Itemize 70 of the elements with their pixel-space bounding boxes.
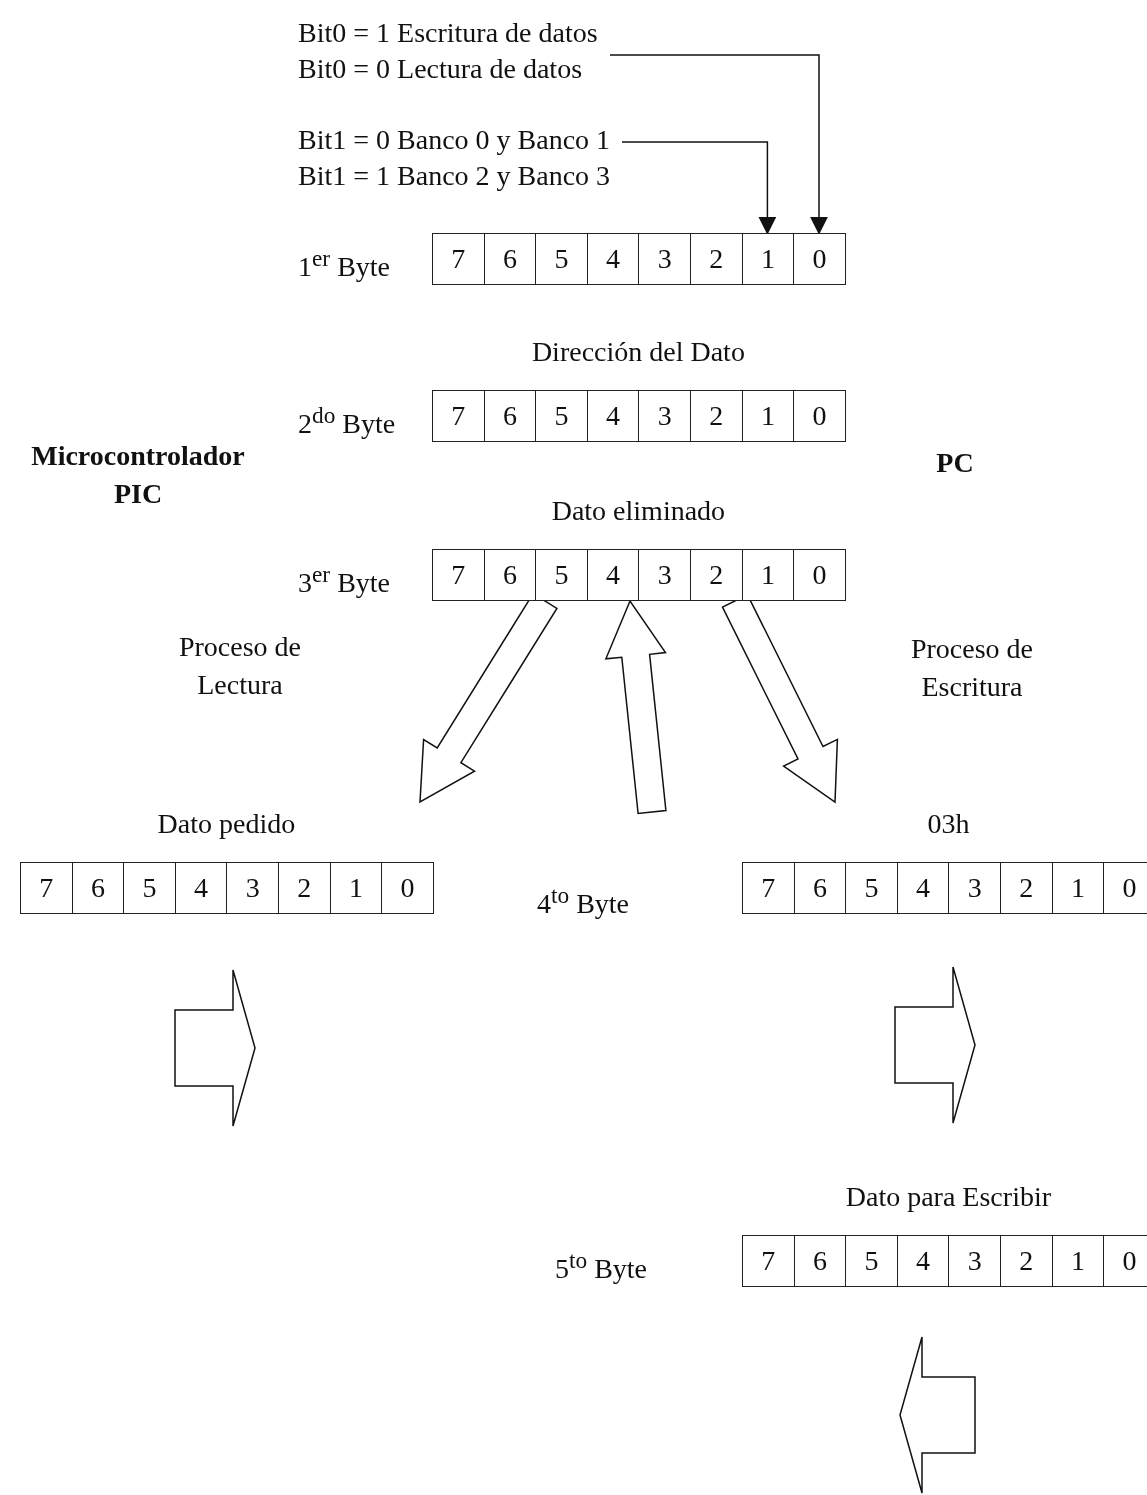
leader-arrow — [609, 54, 828, 235]
bit-cell: 7 — [742, 862, 795, 914]
bit-cell: 0 — [793, 549, 846, 601]
bit-cell: 0 — [793, 390, 846, 442]
bit-cell: 4 — [586, 390, 640, 442]
bit-cell: 7 — [432, 390, 485, 442]
note-text: 4$^{to}$ Byte — [535, 881, 630, 922]
bit-cell: 1 — [329, 862, 383, 914]
bit-cell: 3 — [638, 390, 691, 442]
bit-cell: 2 — [278, 862, 331, 914]
byte-register — [298, 233, 845, 285]
bit-cell: 3 — [638, 233, 691, 285]
block-arrow — [604, 599, 667, 815]
bit-cell: 0 — [1103, 862, 1147, 914]
bit-cell: 4 — [586, 549, 640, 601]
register-heading: Dato para Escribir — [844, 1181, 1052, 1213]
bit-cell: 1 — [1051, 862, 1105, 914]
bit-cell: 3 — [948, 1235, 1001, 1287]
bit-cell: 4 — [896, 1235, 950, 1287]
bit-cell: 3 — [638, 549, 691, 601]
bit-cell: 1 — [1051, 1235, 1105, 1287]
bit-cell: 6 — [71, 862, 125, 914]
register-heading: Dato pedido — [156, 808, 297, 840]
bit-cell: 0 — [793, 233, 846, 285]
byte-label: 5$^{to}$ Byte — [555, 1246, 648, 1286]
register-heading: Dato eliminado — [550, 495, 727, 527]
side-title: PC — [935, 446, 975, 480]
bit-cell: 5 — [535, 549, 588, 601]
side-title: Microcontrolador PIC — [30, 439, 246, 511]
bit-cell: 7 — [742, 1235, 795, 1287]
bit-cell: 3 — [226, 862, 279, 914]
description-line: Bit0 = 1 Escritura de datos — [298, 16, 598, 50]
bit-cell: 4 — [174, 862, 228, 914]
bit-cell: 5 — [845, 1235, 898, 1287]
bit-cell: 5 — [535, 233, 588, 285]
bit-cell: 1 — [741, 549, 795, 601]
bit-cell: 4 — [896, 862, 950, 914]
bit-cell: 6 — [483, 549, 537, 601]
note-text: Proceso de Escritura — [909, 632, 1035, 704]
description-line: Bit1 = 0 Banco 0 y Banco 1 — [298, 123, 611, 157]
bit-cell: 4 — [586, 233, 640, 285]
bit-cell: 2 — [1000, 1235, 1053, 1287]
bit-cell: 6 — [793, 1235, 847, 1287]
bit-cell: 2 — [1000, 862, 1053, 914]
bit-cell: 2 — [690, 549, 743, 601]
bit-cell: 5 — [123, 862, 176, 914]
bit-cell: 2 — [690, 390, 743, 442]
bit-cell: 6 — [483, 233, 537, 285]
register-heading: Dirección del Dato — [530, 336, 746, 368]
bit-cell: 0 — [1103, 1235, 1147, 1287]
bit-cell: 5 — [845, 862, 898, 914]
bit-cell: 6 — [793, 862, 847, 914]
bit-cell: 2 — [690, 233, 743, 285]
leader-arrow — [621, 141, 777, 235]
bit-cell: 7 — [20, 862, 73, 914]
register-heading: 03h — [926, 808, 971, 840]
byte-label: 3$^{er}$ Byte — [298, 560, 390, 600]
bit-cell: 1 — [741, 233, 795, 285]
bit-cell: 7 — [432, 233, 485, 285]
bit-cell: 7 — [432, 549, 485, 601]
byte-label: 2$^{do}$ Byte — [298, 401, 396, 441]
description-line: Bit1 = 1 Banco 2 y Banco 3 — [298, 159, 611, 193]
bit-cell: 3 — [948, 862, 1001, 914]
description-line: Bit0 = 0 Lectura de datos — [298, 52, 584, 86]
note-text: Proceso de Lectura — [177, 630, 303, 702]
bit-cell: 6 — [483, 390, 537, 442]
bit-cell: 5 — [535, 390, 588, 442]
bit-cell: 1 — [741, 390, 795, 442]
byte-label: 1$^{er}$ Byte — [298, 244, 390, 284]
bit-cell: 0 — [381, 862, 434, 914]
